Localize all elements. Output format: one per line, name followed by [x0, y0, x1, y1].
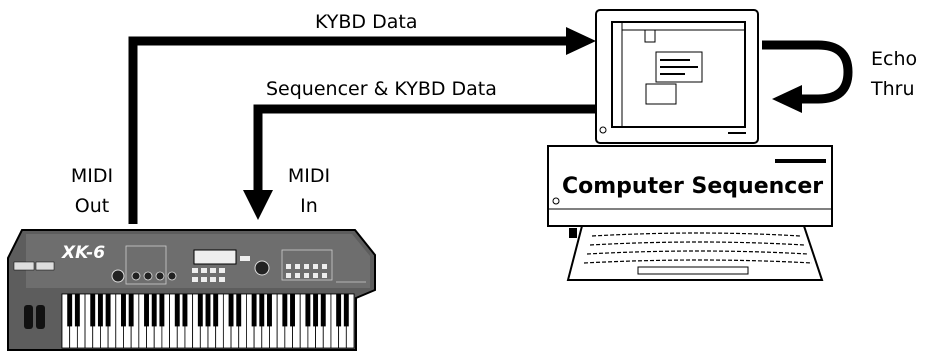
echo-thru-arrow [762, 40, 853, 113]
black-key [67, 294, 73, 327]
black-key [105, 294, 111, 327]
black-key [267, 294, 272, 327]
black-key [151, 294, 157, 327]
black-key [282, 294, 288, 327]
black-key [336, 294, 342, 327]
black-key [159, 294, 165, 327]
sequencer-kybd-data-arrow [243, 104, 601, 220]
sequencer-kybd-data-label: Sequencer & KYBD Data [266, 78, 497, 100]
black-key [74, 294, 80, 327]
black-key [128, 294, 134, 327]
computer-base [547, 145, 833, 227]
black-key [228, 294, 234, 327]
kybd-data-label: KYBD Data [315, 11, 418, 33]
black-key [97, 294, 103, 327]
black-key [313, 294, 319, 327]
xk6-logo: XK-6 [62, 243, 106, 263]
computer-monitor [595, 9, 759, 144]
black-key [236, 294, 242, 327]
black-key [197, 294, 203, 327]
black-key [305, 294, 311, 327]
black-key [290, 294, 295, 327]
kybd-data-arrow [128, 27, 596, 224]
black-key [213, 294, 219, 327]
black-key [144, 294, 149, 327]
midi-in-label-line2: In [300, 195, 318, 217]
thru-label: Thru [871, 78, 915, 100]
black-key [174, 294, 180, 327]
midi-out-label-line2: Out [74, 195, 110, 217]
black-key [182, 294, 188, 327]
black-key [121, 294, 126, 327]
black-key [205, 294, 211, 327]
black-key [320, 294, 326, 327]
computer-keyboard [566, 225, 824, 281]
computer-sequencer-label: Computer Sequencer [562, 174, 824, 199]
black-key [90, 294, 96, 327]
midi-out-label-line1: MIDI [70, 165, 114, 187]
black-key [259, 294, 265, 327]
black-key [343, 294, 349, 327]
midi-in-label-line1: MIDI [287, 165, 331, 187]
echo-label: Echo [871, 48, 918, 70]
xk6-keyboard [7, 229, 376, 351]
black-key [251, 294, 257, 327]
